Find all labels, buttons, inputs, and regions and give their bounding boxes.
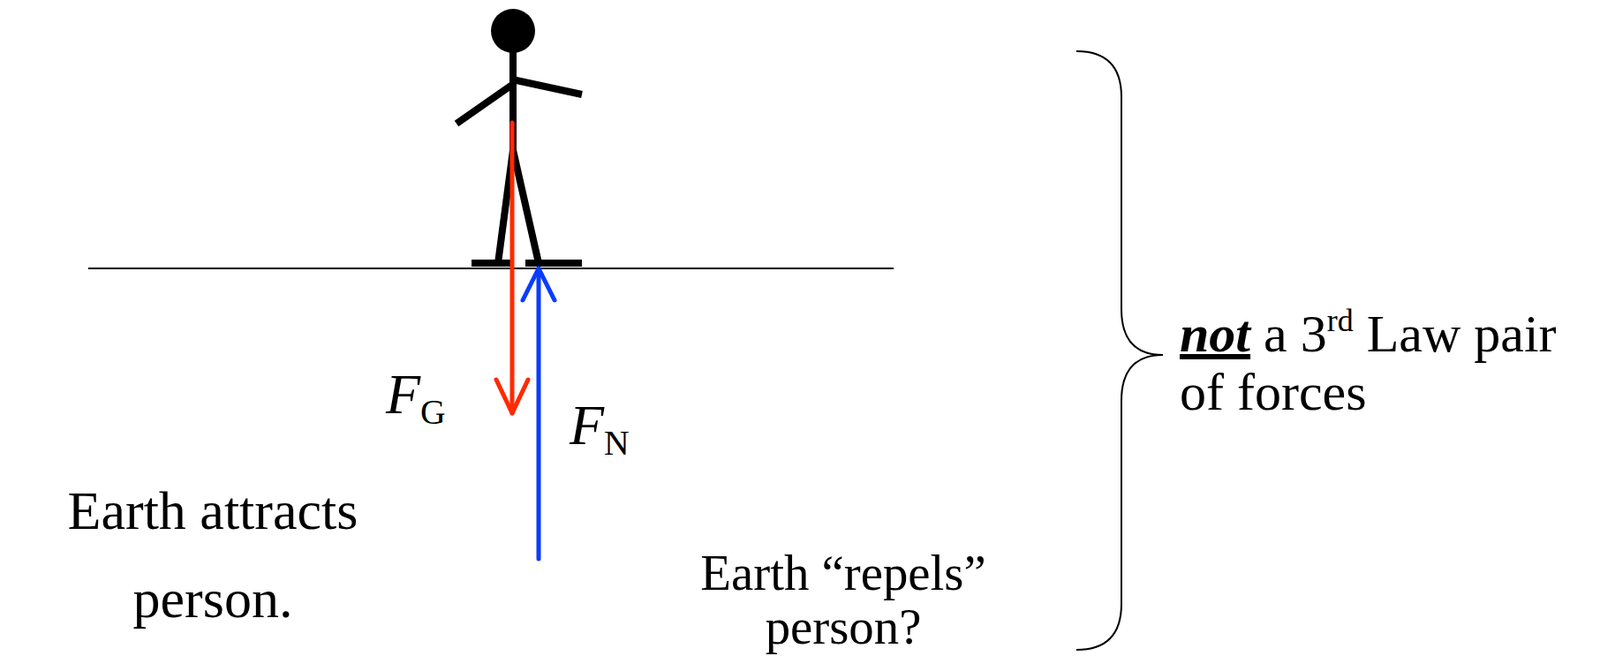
force-symbol: FG (385, 362, 446, 446)
stick-figure (456, 8, 582, 264)
gravity-arrow (496, 122, 529, 414)
ground-line (88, 267, 894, 270)
normal-force-arrow (522, 268, 555, 559)
caption-note: Earth attracts person. (5, 466, 421, 643)
caption-note: Earth “repels” person? (622, 546, 1065, 655)
force-symbol: FN (569, 392, 630, 476)
bracket-note: not a 3rd Law pair of forces (1179, 291, 1593, 422)
curly-brace (1076, 51, 1163, 650)
